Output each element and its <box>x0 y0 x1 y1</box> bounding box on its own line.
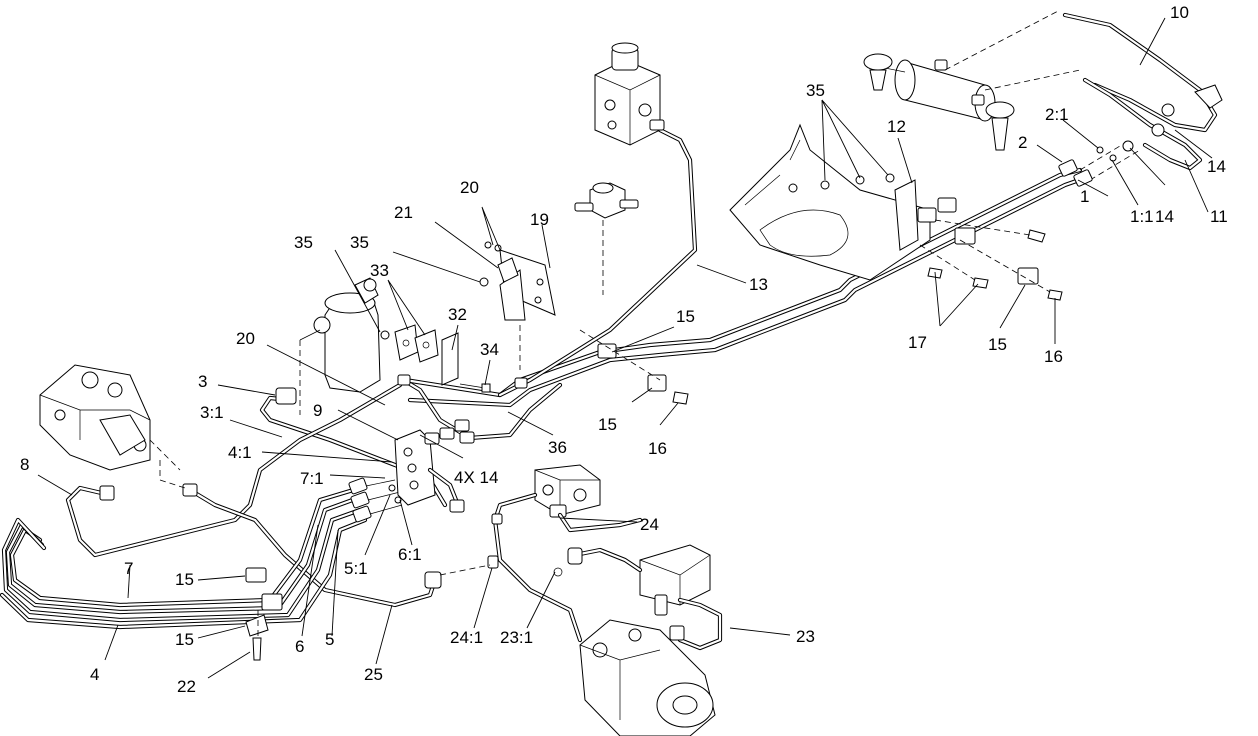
callout-labels: 10 35 12 2:1 2 14 14 1:1 11 1 20 21 19 3… <box>20 3 1228 696</box>
fittings-1-2 <box>1058 140 1134 187</box>
label-33: 33 <box>370 261 389 280</box>
bracket-9 <box>394 429 465 513</box>
hose-10 <box>1062 12 1223 133</box>
label-35-left: 35 <box>294 233 313 252</box>
lower-valve-23 <box>553 544 723 651</box>
label-23-1: 23:1 <box>500 628 533 647</box>
label-2: 2 <box>1018 133 1027 152</box>
label-25: 25 <box>364 665 383 684</box>
label-19: 19 <box>530 210 549 229</box>
label-36: 36 <box>548 438 567 457</box>
label-5-1: 5:1 <box>344 559 368 578</box>
fitting-tee <box>574 182 639 295</box>
label-1-1: 1:1 <box>1130 207 1154 226</box>
label-3-1: 3:1 <box>200 403 224 422</box>
bracket-12 <box>894 179 957 251</box>
label-15-right: 15 <box>988 335 1007 354</box>
label-24: 24 <box>640 515 659 534</box>
label-12: 12 <box>887 117 906 136</box>
label-10: 10 <box>1170 3 1189 22</box>
label-20-left: 20 <box>236 329 255 348</box>
label-35-top: 35 <box>806 81 825 100</box>
mounting-plate <box>729 123 931 281</box>
label-14-mid: 14 <box>1155 207 1174 226</box>
lower-valve-24 <box>491 464 643 643</box>
label-2-1: 2:1 <box>1045 105 1069 124</box>
label-4: 4 <box>90 665 99 684</box>
label-24-1: 24:1 <box>450 628 483 647</box>
fittings-4x14 <box>397 374 528 445</box>
label-4-1: 4:1 <box>228 443 252 462</box>
clamp-33 <box>394 324 491 393</box>
label-16-center: 16 <box>648 439 667 458</box>
label-13: 13 <box>749 275 768 294</box>
tube-bundle-4-7 <box>0 485 368 630</box>
label-7-1: 7:1 <box>300 469 324 488</box>
label-1: 1 <box>1080 187 1089 206</box>
left-pump <box>39 364 186 489</box>
label-4x14: 4X 14 <box>454 468 498 487</box>
label-17: 17 <box>908 333 927 352</box>
label-9: 9 <box>313 401 322 420</box>
label-20-top: 20 <box>460 178 479 197</box>
upper-valve-block <box>594 42 665 146</box>
label-32: 32 <box>448 305 467 324</box>
lower-pump <box>579 619 716 736</box>
label-16-right: 16 <box>1044 347 1063 366</box>
label-21: 21 <box>394 203 413 222</box>
label-22: 22 <box>177 677 196 696</box>
leader-lines <box>37 17 1213 679</box>
tube-13 <box>497 127 698 398</box>
cylinder-dashed-links <box>944 9 1141 181</box>
tube-8 <box>65 382 403 558</box>
clamps-15-16-17 <box>919 219 1063 301</box>
label-3: 3 <box>198 372 207 391</box>
fitting-24-1 <box>439 555 499 576</box>
manifold-fittings <box>348 477 403 523</box>
label-15-lower-b: 15 <box>175 630 194 649</box>
clamp-15-center <box>579 329 689 405</box>
label-7: 7 <box>124 559 133 578</box>
label-15-center: 15 <box>598 415 617 434</box>
label-35-mid: 35 <box>350 233 369 252</box>
label-23: 23 <box>796 627 815 646</box>
label-6: 6 <box>295 637 304 656</box>
label-11: 11 <box>1210 207 1228 226</box>
bracket-19 <box>479 241 556 370</box>
filter-housing <box>299 277 390 415</box>
label-8: 8 <box>20 455 29 474</box>
clamp-15-lower-left <box>245 567 283 661</box>
label-14-right: 14 <box>1207 157 1226 176</box>
steering-cylinder <box>863 53 1015 151</box>
label-15-upper: 15 <box>676 307 695 326</box>
label-5: 5 <box>325 630 334 649</box>
label-15-lower-a: 15 <box>175 570 194 589</box>
label-34: 34 <box>480 340 499 359</box>
hose-11 <box>1082 77 1203 171</box>
label-6-1: 6:1 <box>398 545 422 564</box>
